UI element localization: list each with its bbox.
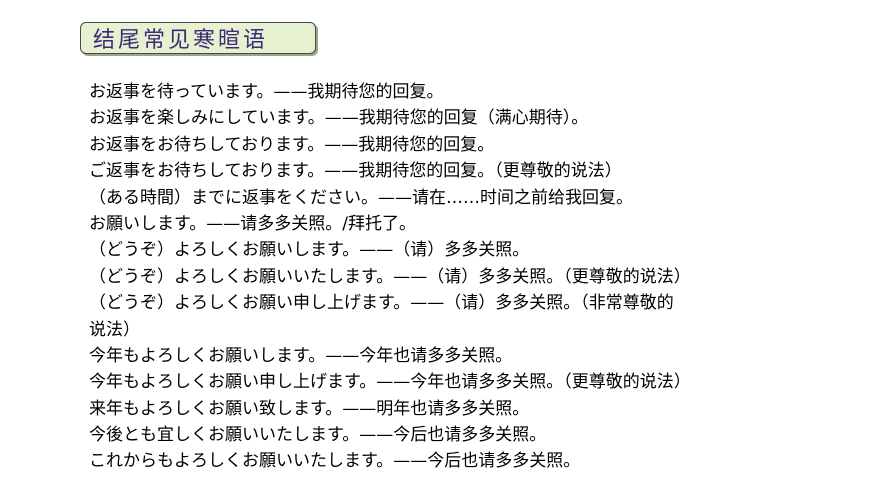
greeting-line: お返事を楽しみにしています。——我期待您的回复（满心期待）。 xyxy=(89,108,589,129)
section-title: 结尾常见寒暄语 xyxy=(93,28,269,53)
greeting-line: お願いします。——请多多关照。/拜托了。 xyxy=(89,213,417,234)
greeting-line: お返事を待っています。——我期待您的回复。 xyxy=(89,82,444,102)
greeting-line: 今後とも宜しくお願いいたします。——今后也请多多关照。 xyxy=(89,425,547,446)
greeting-line: 今年もよろしくお願いします。——今年也请多多关照。 xyxy=(89,345,513,366)
greeting-line: （どうぞ）よろしくお願いいたします。——（请）多多关照。（更尊敬的说法） xyxy=(89,266,691,287)
greeting-line: （どうぞ）よろしくお願いします。——（请）多多关照。 xyxy=(89,240,530,261)
greeting-line: 来年もよろしくお願い致します。——明年也请多多关照。 xyxy=(89,398,530,419)
greeting-line: （どうぞ）よろしくお願い申し上げます。——（请）多多关照。（非常尊敬的 xyxy=(89,293,674,314)
greeting-line: 今年もよろしくお願い申し上げます。——今年也请多多关照。（更尊敬的说法） xyxy=(89,372,691,393)
greeting-line: ご返事をお待ちしております。——我期待您的回复。（更尊敬的说法） xyxy=(89,161,622,182)
greeting-line: （ある時間）までに返事をください。——请在……时间之前给我回复。 xyxy=(89,187,633,208)
greeting-line: お返事をお待ちしております。——我期待您的回复。 xyxy=(89,134,495,155)
greeting-line: 说法） xyxy=(89,319,140,340)
greeting-line: これからもよろしくお願いいたします。——今后也请多多关照。 xyxy=(89,451,581,472)
greeting-list: お返事を待っています。——我期待您的回复。 お返事を楽しみにしています。——我期… xyxy=(89,79,859,475)
section-title-box: 结尾常见寒暄语 xyxy=(80,22,316,54)
